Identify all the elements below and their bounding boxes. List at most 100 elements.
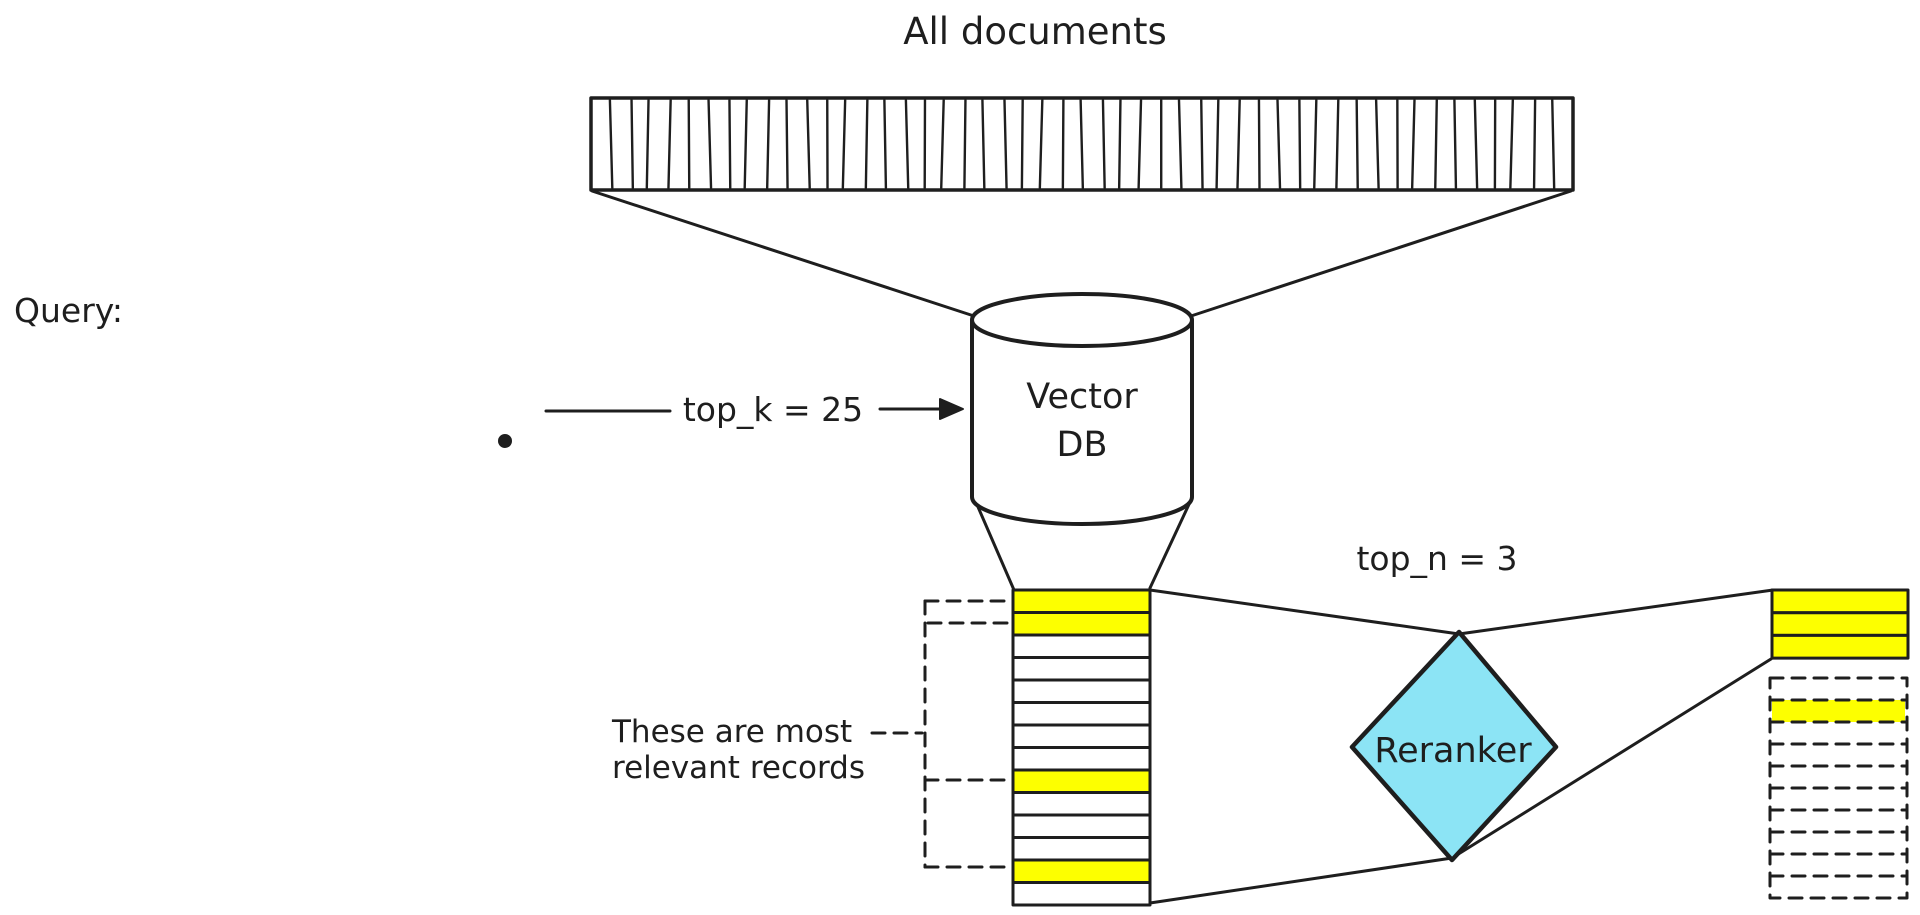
bar-divider — [1434, 98, 1438, 190]
stack-to-reranker-bottom — [1148, 856, 1454, 905]
topn-label: top_n = 3 — [1356, 539, 1517, 578]
retrieved-records-stack — [1011, 588, 1152, 907]
reranked-stack — [1768, 588, 1910, 900]
reranker-section: top_n = 3 Reranker — [1349, 539, 1559, 863]
reranked-remaining — [1768, 676, 1909, 900]
retrieved-rows — [1011, 588, 1152, 907]
bar-divider — [667, 98, 672, 190]
bar-divider — [1079, 98, 1085, 190]
bar-divider — [707, 98, 713, 190]
bar-divider — [1215, 98, 1220, 190]
vector-db-label-line1: Vector — [1026, 377, 1138, 417]
bar-divider — [864, 98, 869, 190]
retrieved-row-highlighted — [1011, 768, 1152, 794]
retrieved-row-highlighted — [1011, 588, 1152, 614]
bar-divider — [743, 98, 748, 190]
all-documents-section: All documents — [589, 10, 1575, 192]
reranked-selected-rows — [1770, 588, 1910, 660]
bar-divider — [1410, 98, 1416, 190]
bar-divider — [785, 98, 789, 190]
bar-divider — [608, 98, 614, 190]
retrieved-row — [1011, 836, 1152, 862]
bar-divider — [981, 98, 986, 190]
bar-divider — [1355, 98, 1359, 190]
retrieved-row — [1011, 633, 1152, 659]
relevant-note-line1: These are most — [611, 714, 852, 750]
bar-divider — [1236, 98, 1241, 190]
query-section: Query: — [14, 291, 519, 456]
query-label: Query: — [14, 291, 123, 330]
retrieved-row — [1011, 881, 1152, 907]
bar-divider — [645, 98, 650, 190]
bar-divider — [1117, 98, 1122, 190]
topk-label: top_k = 25 — [683, 390, 863, 429]
retrieved-row-highlighted — [1011, 611, 1152, 637]
funnel-line-right — [1189, 189, 1573, 318]
reranker-to-stack-bottom — [1450, 657, 1773, 860]
relevant-note-line2: relevant records — [612, 750, 865, 786]
topk-arrow: top_k = 25 — [544, 390, 964, 429]
bar-divider — [1177, 98, 1183, 190]
bar-divider — [904, 98, 910, 190]
bar-divider — [1038, 98, 1044, 190]
bar-dividers — [608, 98, 1556, 190]
relevant-bracket — [870, 599, 1012, 869]
reranked-selected-row — [1770, 633, 1910, 660]
stack-to-reranker-top — [1148, 588, 1461, 636]
reranker-label: Reranker — [1374, 731, 1532, 771]
bar-divider — [1335, 98, 1340, 190]
reranker-funnel-lines — [1148, 588, 1775, 905]
bar-divider — [630, 98, 635, 190]
bar-divider — [1532, 98, 1537, 190]
bar-divider — [1298, 98, 1302, 190]
bar-divider — [963, 98, 967, 190]
question-mark — [479, 359, 519, 448]
reranker-diamond — [1349, 629, 1559, 863]
query-squiggle-3 — [296, 390, 458, 453]
bar-divider — [1020, 98, 1024, 190]
reranked-remaining-row-highlighted — [1772, 700, 1905, 722]
retrieved-row — [1011, 656, 1152, 682]
funnel-line-right — [1148, 498, 1193, 590]
bar-divider — [883, 98, 888, 190]
bar-divider — [1374, 98, 1380, 190]
bar-divider — [687, 98, 691, 190]
bar-divider — [728, 98, 732, 190]
bar-divider — [1551, 98, 1556, 190]
bar-divider — [1313, 98, 1318, 190]
bar-divider — [1137, 98, 1143, 190]
question-mark-dot — [498, 434, 512, 448]
vector-db: Vector DB — [970, 292, 1194, 526]
bar-divider — [1276, 98, 1282, 190]
retrieved-row — [1011, 723, 1152, 749]
bar-divider — [1473, 98, 1479, 190]
retrieved-row — [1011, 813, 1152, 839]
query-squiggle-1 — [24, 381, 151, 456]
bar-divider — [940, 98, 945, 190]
cylinder-top — [970, 292, 1194, 348]
funnel-to-retrieved — [973, 498, 1193, 592]
bar-divider — [1509, 98, 1515, 190]
retrieved-row-highlighted — [1011, 858, 1152, 884]
all-documents-title: All documents — [903, 10, 1167, 53]
bar-divider — [1453, 98, 1458, 190]
funnel-line-left — [973, 498, 1016, 592]
vector-db-label-line2: DB — [1057, 425, 1108, 465]
funnel-to-vectordb — [590, 189, 1573, 318]
retrieved-row — [1011, 678, 1152, 704]
cylinder-body — [970, 318, 1194, 526]
bar-divider — [841, 98, 847, 190]
bar-divider — [1101, 98, 1106, 190]
bar-divider — [806, 98, 811, 190]
question-mark-hook — [479, 359, 519, 420]
reranked-selected-row — [1770, 611, 1910, 637]
bar-divider — [1061, 98, 1065, 190]
bar-divider — [765, 98, 771, 190]
relevant-note: These are most relevant records — [611, 599, 1012, 869]
bar-divider — [1003, 98, 1008, 190]
arrowhead — [939, 398, 964, 420]
retrieved-row — [1011, 791, 1152, 817]
bar-divider — [1257, 98, 1261, 190]
retrieved-row — [1011, 701, 1152, 727]
